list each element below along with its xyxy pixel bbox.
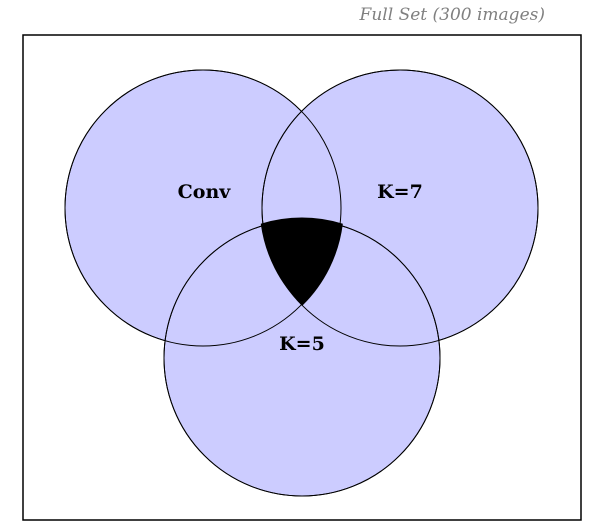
k7-outline [261,69,539,347]
k5-label: K=5 [279,333,325,355]
triple-intersection [260,217,343,306]
universe-box [22,34,582,521]
conv-outline [64,69,342,347]
conv-label: Conv [178,181,232,203]
k5-outline [163,219,441,497]
k7-label: K=7 [377,181,423,203]
full-set-caption: Full Set (300 images) [359,5,545,25]
